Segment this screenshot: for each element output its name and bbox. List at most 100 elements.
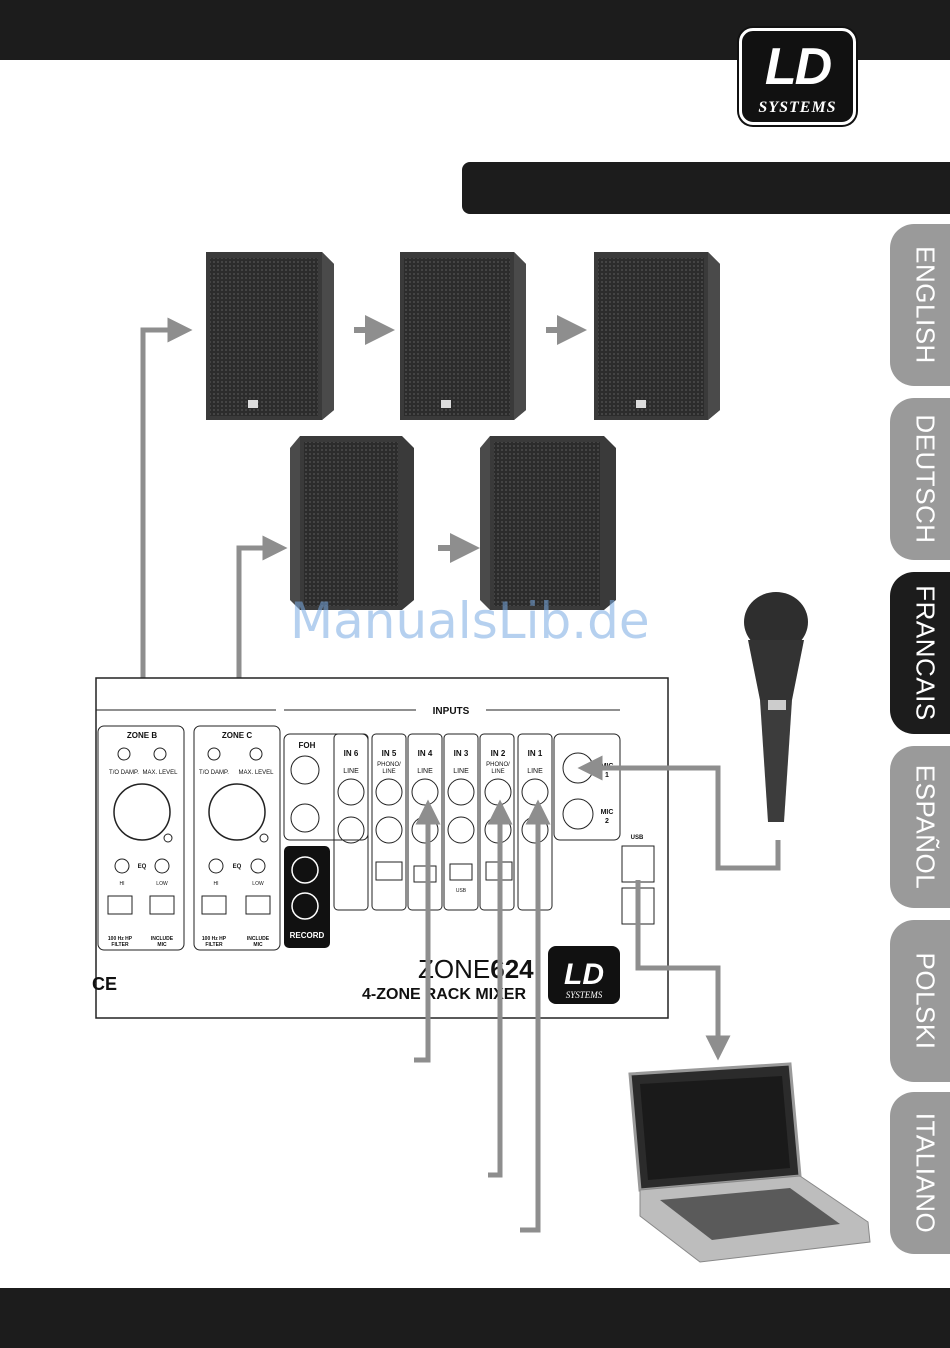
zone-c-hp-button[interactable] (201, 895, 227, 915)
foh-label: FOH (299, 741, 316, 750)
speaker-5 (480, 436, 616, 610)
speaker-link-arrows (354, 315, 587, 563)
zone-b-mic-button[interactable] (149, 895, 175, 915)
watermark-text: ManualsLib.de (290, 592, 650, 650)
zone-b-hp-button[interactable] (107, 895, 133, 915)
logo-sub-text: SYSTEMS (758, 99, 837, 116)
zone-b-btn2: INCLUDE (151, 936, 174, 942)
zone-b-hi-knob[interactable] (114, 858, 130, 874)
in2-sub1: PHONO/ (486, 762, 510, 768)
tab-francais[interactable]: FRANCAIS (890, 572, 950, 734)
zone-c-knob2-label: MAX. LEVEL (238, 770, 274, 776)
in5-sub2: LINE (382, 769, 395, 775)
zone-b-level-knob[interactable] (153, 747, 167, 761)
mic1-number: 1 (605, 772, 609, 779)
speaker-3 (594, 252, 720, 420)
in5-sub1: PHONO/ (377, 762, 401, 768)
model-sub-a: 4-ZONE (362, 986, 421, 1003)
in5-switch[interactable] (375, 861, 403, 881)
tab-deutsch[interactable]: DEUTSCH (890, 398, 950, 560)
in1-label: IN 1 (528, 749, 543, 758)
in5-r-jack[interactable] (375, 816, 403, 844)
zone-c-btn1: 100 Hz HP (202, 936, 227, 942)
in4-sub: LINE (417, 768, 433, 775)
zone-b-btn2b: MIC (157, 942, 167, 948)
model-name: ZONE624 (418, 954, 534, 984)
inputs-header: INPUTS (433, 706, 470, 717)
zone-c-damp-knob[interactable] (207, 747, 221, 761)
zone-b-btn1: 100 Hz HP (108, 936, 133, 942)
zone-c-low-knob[interactable] (250, 858, 266, 874)
foh-r-jack[interactable] (290, 803, 320, 833)
zone-c-hi-knob[interactable] (208, 858, 224, 874)
in3-label: IN 3 (454, 749, 469, 758)
zone-c-title: ZONE C (222, 731, 252, 740)
record-r-jack[interactable] (291, 892, 319, 920)
mic2-number: 2 (605, 818, 609, 825)
zone-c-mic-button[interactable] (245, 895, 271, 915)
in6-label: IN 6 (344, 749, 359, 758)
usb-label: USB (631, 835, 644, 841)
zone-c-btn2b: MIC (253, 942, 263, 948)
mic2-label: MIC (601, 809, 614, 816)
in5-label: IN 5 (382, 749, 397, 758)
laptop (628, 1062, 871, 1263)
mixer-logo (548, 946, 620, 1004)
in6-l-jack[interactable] (337, 778, 365, 806)
in6-sub: LINE (343, 768, 359, 775)
logo-main-text: LD (764, 38, 832, 96)
zone-b-eq: EQ (138, 864, 147, 870)
mixer-panel: INPUTS ZONE B T/O DAMP. MAX. LEVEL EQ HI… (92, 677, 669, 1019)
mixer-logo-sub: SYSTEMS (566, 990, 603, 1000)
zone-b-low-knob[interactable] (154, 858, 170, 874)
record-label: RECORD (290, 931, 325, 940)
speaker-2 (400, 252, 526, 420)
zone-b-title: ZONE B (127, 731, 157, 740)
mixer-logo-main: LD (564, 958, 604, 991)
zone-b-knob1-label: T/O DAMP. (109, 770, 139, 776)
in3-r-jack[interactable] (447, 816, 475, 844)
in3-l-jack[interactable] (447, 778, 475, 806)
in5-l-jack[interactable] (375, 778, 403, 806)
mic2-jack[interactable] (562, 798, 594, 830)
tab-italiano[interactable]: ITALIANO (890, 1092, 950, 1254)
zone-b-knob2-label: MAX. LEVEL (142, 770, 178, 776)
zone-b-output-connector[interactable] (113, 783, 171, 841)
tab-english[interactable]: ENGLISH (890, 224, 950, 386)
zone-b-btn1b: FILTER (111, 942, 129, 948)
in6-r-jack[interactable] (337, 816, 365, 844)
in2-sub2: LINE (491, 769, 504, 775)
zone-b-damp-knob[interactable] (117, 747, 131, 761)
model-sub-b: RACK MIXER (425, 986, 527, 1003)
zone-c-knob1-label: T/O DAMP. (199, 770, 229, 776)
microphone (744, 592, 808, 822)
ce-mark: CE (92, 974, 117, 994)
zone-c-btn1b: FILTER (205, 942, 223, 948)
ld-systems-logo: LD SYSTEMS (739, 28, 856, 125)
tab-polski[interactable]: POLSKI (890, 920, 950, 1082)
speaker-1 (206, 252, 334, 420)
record-l-jack[interactable] (291, 856, 319, 884)
zone-c-eq: EQ (233, 864, 242, 870)
zone-c-level-knob[interactable] (249, 747, 263, 761)
zone-b-low: LOW (156, 881, 168, 887)
input-cables (414, 755, 781, 1233)
speaker-4 (290, 436, 414, 610)
zone-b-hi: HI (120, 881, 125, 887)
model-name-b: 624 (490, 954, 534, 984)
bottom-bar (0, 1288, 950, 1348)
zone-c-output-connector[interactable] (208, 783, 266, 841)
in2-label: IN 2 (491, 749, 506, 758)
in3-usb: USB (456, 888, 467, 894)
foh-l-jack[interactable] (290, 755, 320, 785)
zone-c-low: LOW (252, 881, 264, 887)
in1-sub: LINE (527, 768, 543, 775)
in4-label: IN 4 (418, 749, 433, 758)
in3-switch[interactable] (449, 863, 473, 881)
zone-c-btn2: INCLUDE (247, 936, 270, 942)
tab-espanol[interactable]: ESPAÑOL (890, 746, 950, 908)
section-title-bar (462, 162, 950, 214)
zone-c-hi: HI (214, 881, 219, 887)
in3-sub: LINE (453, 768, 469, 775)
